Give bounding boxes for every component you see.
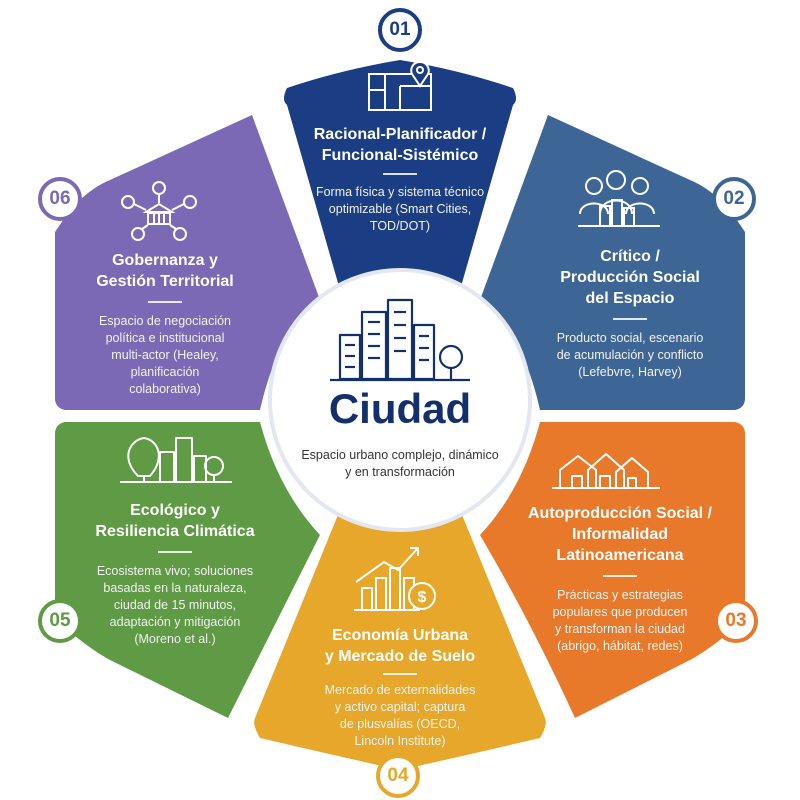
title-line: Economía Urbana bbox=[331, 627, 469, 644]
desc-line: Ecosistema vivo; soluciones bbox=[96, 564, 254, 578]
segment-1-text: Racional-Planificador / Funcional-Sistém… bbox=[290, 124, 510, 235]
desc-line: de acumulación y conflicto bbox=[556, 348, 704, 362]
segment-6-description: Espacio de negociación política e instit… bbox=[65, 313, 265, 398]
map-pin-blueprint-icon bbox=[368, 60, 432, 111]
title-line: Gestión Territorial bbox=[96, 273, 234, 290]
title-line: Racional-Planificador / bbox=[313, 126, 487, 143]
segment-5-shape bbox=[55, 422, 320, 718]
segment-1-description: Forma física y sistema técnico optimizab… bbox=[290, 184, 510, 235]
segment-3-text: Autoproducción Social / Informalidad Lat… bbox=[500, 503, 740, 655]
title-line: Autoproducción Social / bbox=[527, 505, 712, 522]
segment-6-shape bbox=[55, 115, 320, 410]
people-city-icon bbox=[578, 170, 660, 227]
growth-chart-dollar-icon: $ bbox=[354, 547, 436, 611]
center-circle bbox=[268, 268, 532, 532]
title-line: Gobernanza y bbox=[112, 252, 218, 269]
desc-line: basadas en la naturaleza, bbox=[103, 581, 247, 595]
segment-4-description: Mercado de externalidades y activo capit… bbox=[295, 682, 505, 750]
segment-5-description: Ecosistema vivo; soluciones basadas en l… bbox=[65, 563, 285, 648]
segment-4-title: Economía Urbana y Mercado de Suelo bbox=[295, 625, 505, 667]
desc-line: (Lefebvre, Harvey) bbox=[578, 365, 682, 379]
desc-line: (Moreno et al.) bbox=[134, 632, 216, 646]
title-line: Informalidad bbox=[571, 526, 668, 543]
divider bbox=[383, 673, 417, 675]
title-line: Ecológico y bbox=[130, 502, 220, 519]
center-title: Ciudad bbox=[328, 385, 472, 432]
title-line: del Espacio bbox=[585, 290, 675, 307]
desc-line: y activo capital; captura bbox=[334, 700, 466, 714]
segment-2-number-badge: 02 bbox=[712, 177, 756, 221]
segment-2-shape bbox=[480, 115, 745, 410]
desc-line: Lincoln Institute) bbox=[354, 734, 446, 748]
title-line: Resiliencia Climática bbox=[95, 523, 255, 540]
segment-6-text: Gobernanza y Gestión Territorial Espacio… bbox=[65, 250, 265, 398]
segment-3-description: Prácticas y estrategias populares que pr… bbox=[500, 587, 740, 655]
title-line: y Mercado de Suelo bbox=[324, 648, 476, 665]
desc-line: Espacio de negociación bbox=[98, 314, 232, 328]
segment-5-title: Ecológico y Resiliencia Climática bbox=[65, 500, 285, 542]
houses-icon bbox=[552, 453, 660, 489]
segment-1-shape bbox=[284, 60, 516, 290]
divider bbox=[383, 173, 417, 175]
segment-5-text: Ecológico y Resiliencia Climática Ecosis… bbox=[65, 500, 285, 648]
desc-line: (abrigo, hábitat, redes) bbox=[557, 639, 683, 653]
desc-line: Mercado de externalidades bbox=[324, 683, 476, 697]
segment-6-title: Gobernanza y Gestión Territorial bbox=[65, 250, 265, 292]
trees-buildings-icon bbox=[120, 437, 232, 483]
desc-line: de plusvalías (OECD, bbox=[339, 717, 461, 731]
segment-1-number-badge: 01 bbox=[378, 8, 422, 52]
desc-line: Prácticas y estrategias bbox=[557, 588, 683, 602]
title-line: Latinoamericana bbox=[556, 547, 684, 564]
divider bbox=[158, 551, 192, 553]
segment-4-text: Economía Urbana y Mercado de Suelo Merca… bbox=[295, 625, 505, 750]
divider bbox=[148, 301, 182, 303]
city-skyline-icon bbox=[330, 298, 470, 382]
desc-line: ciudad de 15 minutos, bbox=[113, 598, 237, 612]
title-line: Producción Social bbox=[560, 269, 700, 286]
desc-line: y transforman la ciudad bbox=[555, 622, 685, 636]
center-subtitle: Espacio urbano complejo, dinámico y en t… bbox=[301, 448, 499, 479]
segment-5-number-badge: 05 bbox=[38, 599, 82, 643]
segment-3-number-badge: 03 bbox=[714, 599, 758, 643]
segment-4-number-badge: 04 bbox=[376, 754, 420, 798]
segment-2-text: Crítico / Producción Social del Espacio … bbox=[525, 246, 735, 381]
segment-3-shape bbox=[480, 422, 745, 718]
divider bbox=[603, 575, 637, 577]
desc-line: TOD/DOT) bbox=[369, 219, 431, 233]
segment-1-title: Racional-Planificador / Funcional-Sistém… bbox=[290, 124, 510, 166]
title-line: Funcional-Sistémico bbox=[321, 147, 479, 164]
svg-text:$: $ bbox=[418, 589, 427, 606]
desc-line: adaptación y mitigación bbox=[109, 615, 241, 629]
desc-line: colaborativa) bbox=[129, 382, 201, 396]
desc-line: Producto social, escenario bbox=[556, 331, 704, 345]
segment-3-title: Autoproducción Social / Informalidad Lat… bbox=[500, 503, 740, 566]
segment-2-title: Crítico / Producción Social del Espacio bbox=[525, 246, 735, 309]
institution-network-icon bbox=[121, 181, 197, 241]
desc-line: optimizable (Smart Cities, bbox=[328, 202, 472, 216]
desc-line: política e institucional bbox=[105, 331, 225, 345]
desc-line: planificación bbox=[130, 365, 200, 379]
desc-line: multi-actor (Healey, bbox=[111, 348, 219, 362]
title-line: Crítico / bbox=[600, 248, 660, 265]
divider bbox=[613, 318, 647, 320]
segment-4-shape bbox=[254, 510, 546, 770]
desc-line: Forma física y sistema técnico bbox=[315, 185, 485, 199]
desc-line: populares que producen bbox=[552, 605, 688, 619]
segment-2-description: Producto social, escenario de acumulació… bbox=[525, 330, 735, 381]
segment-6-number-badge: 06 bbox=[38, 177, 82, 221]
